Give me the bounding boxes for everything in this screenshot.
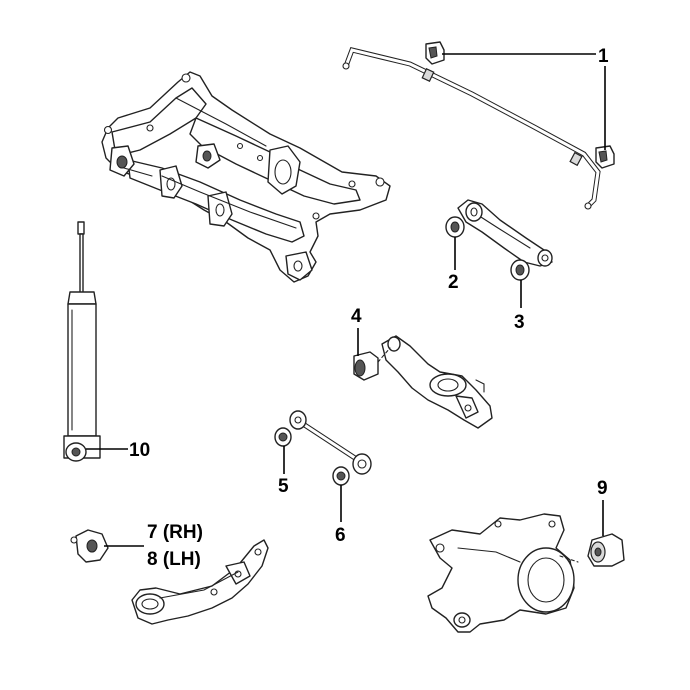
lower-control-arm [381,335,493,429]
callout-4: 4 [351,306,362,327]
lower-arm-bushing [353,347,391,381]
stabilizer-bar-bushing [425,41,615,169]
toe-link-bushing-outer [332,466,350,486]
toe-control-link [289,410,372,475]
callout-6: 6 [335,525,346,546]
upper-arm-bushing-inner [445,216,465,238]
toe-link-bushing-inner [274,427,292,447]
upper-arm-bushing-outer [510,259,530,281]
rear-subframe [101,71,391,283]
shock-absorber [63,221,101,462]
knuckle-bushing [587,533,625,567]
leader-lines [86,53,606,547]
callout-10: 10 [129,440,150,461]
trailing-arm [131,539,269,625]
callout-9: 9 [597,478,608,499]
stabilizer-bar [342,47,601,210]
callout-7-rh: 7 (RH) [147,522,203,543]
callout-2: 2 [448,272,459,293]
trailing-arm-bushing [70,529,109,563]
callout-8-lh: 8 (LH) [147,549,201,570]
upper-control-arm [457,199,553,267]
rear-knuckle [427,513,579,633]
callout-3: 3 [514,312,525,333]
callout-5: 5 [278,476,289,497]
callout-1: 1 [598,46,609,67]
